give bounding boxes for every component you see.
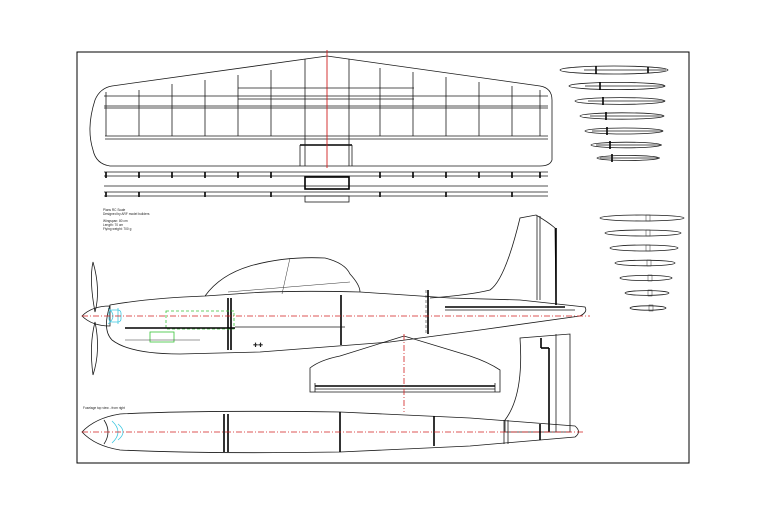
top-view-label: Fuselage top view - from right — [83, 406, 125, 410]
wing-plan-view — [89, 50, 553, 168]
title-line-1: Plans RC Scale — [103, 208, 126, 212]
svg-text:✚✚: ✚✚ — [253, 342, 263, 349]
drawing-border — [76, 51, 690, 464]
title-line-2: Designed by ARF model builders — [103, 212, 150, 216]
fuselage-top-view: Fuselage top view - from right — [81, 406, 585, 454]
title-line-3: Wingspan: 80 cm — [103, 219, 128, 223]
horizontal-stabilizer — [309, 334, 501, 412]
vertical-fin — [504, 333, 571, 433]
wing-rib-sections — [559, 65, 669, 162]
title-line-4: Length: 70 cm — [103, 223, 124, 227]
wing-front-view — [104, 171, 548, 203]
fuselage-side-view: ✚✚ — [81, 214, 590, 376]
fuselage-formers — [599, 214, 685, 312]
title-block: Plans RC Scale Designed by ARF model bui… — [103, 208, 150, 231]
title-line-5: Flying weight: 700 g — [103, 227, 132, 231]
